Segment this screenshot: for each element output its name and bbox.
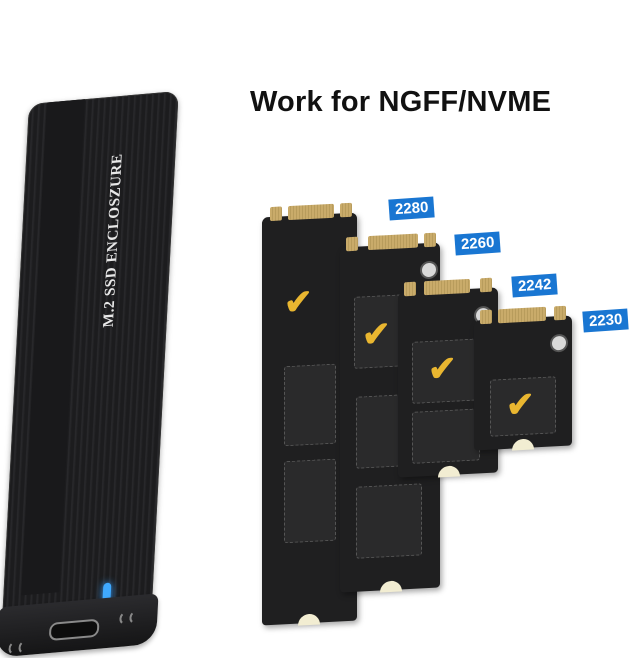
- ssd-enclosure: M.2 SSD ENCLOSZURE: [0, 71, 179, 658]
- size-tag-2280: 2280: [388, 196, 436, 221]
- headline: Work for NGFF/NVME: [250, 86, 552, 118]
- check-icon: ✔: [362, 314, 391, 355]
- check-icon: ✔: [428, 349, 457, 390]
- size-tag-2260: 2260: [454, 231, 502, 256]
- size-tag-2230: 2230: [582, 308, 630, 333]
- check-icon: ✔: [506, 385, 535, 425]
- check-icon: ✔: [284, 282, 313, 323]
- ssd-2230: ✔: [474, 305, 572, 451]
- size-tag-2242: 2242: [511, 273, 559, 298]
